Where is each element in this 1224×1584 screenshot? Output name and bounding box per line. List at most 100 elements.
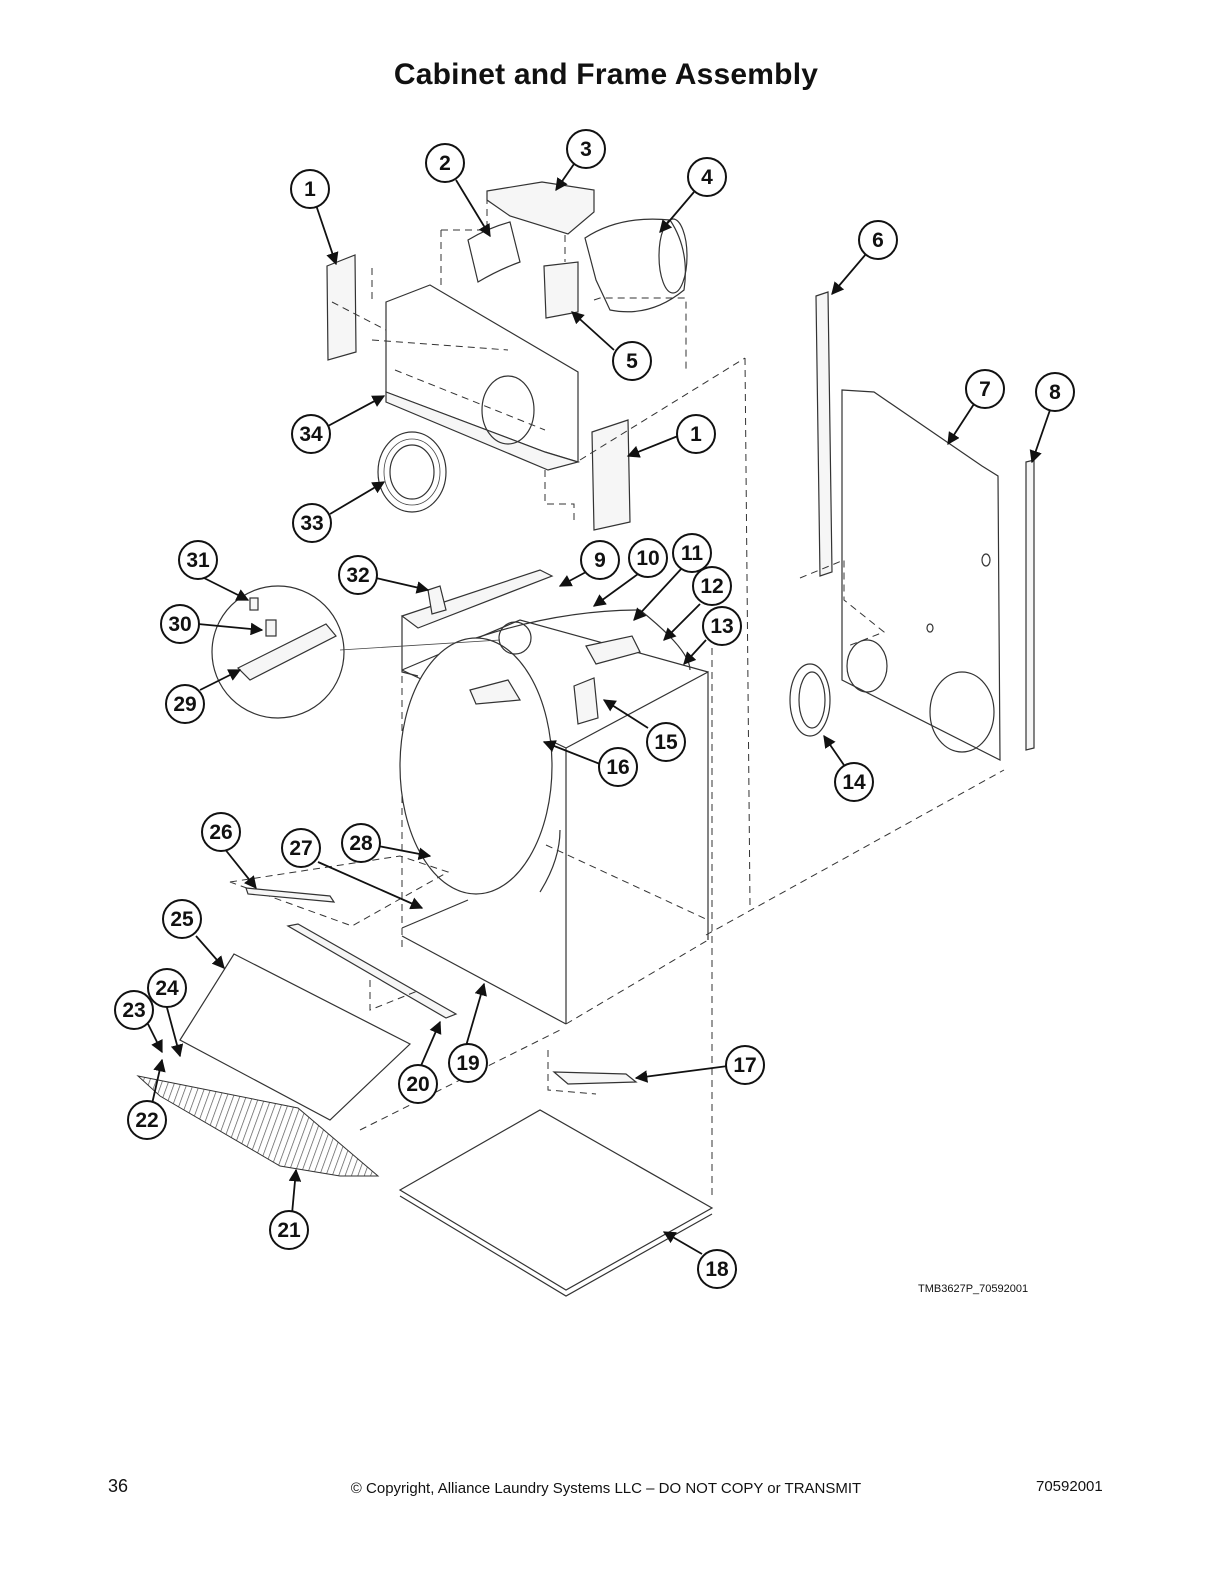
part-15-drum-bracket <box>573 677 599 725</box>
svg-text:1: 1 <box>304 178 316 201</box>
svg-text:23: 23 <box>122 999 145 1022</box>
rear-guide-lines <box>799 559 885 647</box>
drawing-code: TMB3627P_70592001 <box>918 1283 1029 1295</box>
part-2-curved-baffle <box>467 221 521 283</box>
part-21-grille <box>136 1075 380 1177</box>
callout-34: 34 <box>291 414 331 454</box>
callout-4: 4 <box>687 157 727 197</box>
svg-text:7: 7 <box>979 378 991 401</box>
callout-1a: 1 <box>290 169 330 209</box>
part-6-rear-post <box>815 291 833 577</box>
callout-11: 11 <box>672 533 712 573</box>
part-20-bottom-strip <box>286 923 458 1019</box>
part-8-side-strip <box>1025 459 1035 751</box>
callout-14: 14 <box>834 762 874 802</box>
svg-text:13: 13 <box>710 615 733 638</box>
svg-text:3: 3 <box>580 138 592 161</box>
svg-text:17: 17 <box>733 1054 756 1077</box>
callout-18: 18 <box>697 1249 737 1289</box>
part-7-rear-panel <box>841 389 1001 761</box>
part-1-side-panel-upper <box>326 254 357 361</box>
svg-text:31: 31 <box>186 549 210 572</box>
callout-8: 8 <box>1035 372 1075 412</box>
svg-text:21: 21 <box>277 1219 301 1242</box>
svg-text:32: 32 <box>346 564 369 587</box>
callout-12: 12 <box>692 566 732 606</box>
svg-text:5: 5 <box>626 350 638 373</box>
duct-guide-lines <box>331 200 751 907</box>
callout-21: 21 <box>269 1210 309 1250</box>
svg-text:15: 15 <box>654 731 678 754</box>
svg-text:4: 4 <box>701 166 713 189</box>
part-11-drum-wrapper <box>399 609 691 895</box>
callout-26: 26 <box>201 812 241 852</box>
part-26-27-front-rail <box>229 855 450 927</box>
svg-text:34: 34 <box>299 423 323 446</box>
callout-5: 5 <box>612 341 652 381</box>
part-17-small-bracket <box>552 1071 638 1085</box>
svg-text:26: 26 <box>209 821 232 844</box>
svg-text:8: 8 <box>1049 381 1061 404</box>
part-33-flange-ring <box>377 431 447 513</box>
callout-13: 13 <box>702 606 742 646</box>
part-32-small-bracket <box>427 585 447 615</box>
callout-27: 27 <box>281 828 321 868</box>
callout-31: 31 <box>178 540 218 580</box>
part-25-front-panel <box>179 953 412 1121</box>
document-number: 70592001 <box>1036 1478 1103 1495</box>
svg-text:2: 2 <box>439 152 451 175</box>
callout-23: 23 <box>114 990 154 1030</box>
svg-text:18: 18 <box>705 1258 729 1281</box>
part-14-duct-ring <box>789 663 831 737</box>
callout-32: 32 <box>338 555 378 595</box>
callout-7: 7 <box>965 369 1005 409</box>
callout-25: 25 <box>162 899 202 939</box>
copyright-notice: © Copyright, Alliance Laundry Systems LL… <box>350 1480 862 1497</box>
svg-text:33: 33 <box>300 512 323 535</box>
part-4-cylinder-shroud <box>584 218 688 313</box>
svg-text:12: 12 <box>700 575 723 598</box>
svg-text:24: 24 <box>155 977 179 1000</box>
svg-text:14: 14 <box>842 771 866 794</box>
svg-text:28: 28 <box>349 832 373 855</box>
part-1-side-panel-lower <box>591 419 631 531</box>
callout-9: 9 <box>580 540 620 580</box>
callout-3: 3 <box>566 129 606 169</box>
callout-10: 10 <box>628 538 668 578</box>
svg-text:1: 1 <box>690 423 702 446</box>
callout-24: 24 <box>147 968 187 1008</box>
part-18-base-pan <box>398 1109 714 1297</box>
callout-17: 17 <box>725 1045 765 1085</box>
page-number: 36 <box>108 1476 129 1496</box>
svg-text:27: 27 <box>289 837 312 860</box>
svg-text:22: 22 <box>135 1109 158 1132</box>
svg-text:6: 6 <box>872 229 884 252</box>
svg-text:25: 25 <box>170 908 194 931</box>
svg-text:30: 30 <box>168 613 191 636</box>
detail-circle-29-30-31 <box>211 585 532 719</box>
svg-text:16: 16 <box>606 756 629 779</box>
svg-text:9: 9 <box>594 549 606 572</box>
callout-arrows <box>147 163 1051 1255</box>
callout-2: 2 <box>425 143 465 183</box>
callout-19: 19 <box>448 1043 488 1083</box>
svg-text:29: 29 <box>173 693 196 716</box>
callout-1b: 1 <box>676 414 716 454</box>
part-34-duct-housing <box>385 284 581 471</box>
svg-text:19: 19 <box>456 1052 479 1075</box>
callout-20: 20 <box>398 1064 438 1104</box>
svg-text:11: 11 <box>681 542 704 565</box>
callout-6: 6 <box>858 220 898 260</box>
callout-28: 28 <box>341 823 381 863</box>
callout-22: 22 <box>127 1100 167 1140</box>
part-3-top-bracket <box>486 181 595 235</box>
callout-30: 30 <box>160 604 200 644</box>
part-5-plate <box>543 261 579 319</box>
callout-29: 29 <box>165 684 205 724</box>
page-title: Cabinet and Frame Assembly <box>393 58 819 91</box>
callout-15: 15 <box>646 722 686 762</box>
svg-text:10: 10 <box>636 547 659 570</box>
callout-16: 16 <box>598 747 638 787</box>
callout-33: 33 <box>292 503 332 543</box>
